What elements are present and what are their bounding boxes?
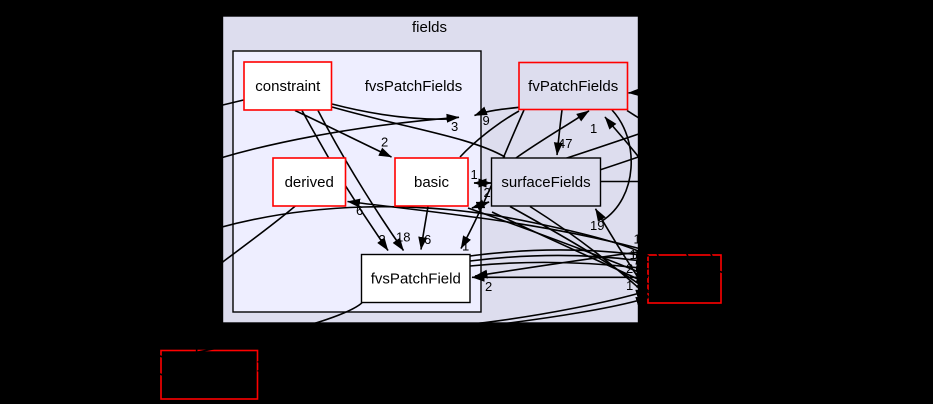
svg-text:1: 1 (471, 167, 478, 182)
svg-text:1: 1 (590, 121, 597, 136)
svg-text:1: 1 (462, 239, 469, 254)
svg-text:fvsPatchFields: fvsPatchFields (365, 78, 463, 95)
svg-text:47: 47 (558, 136, 572, 151)
svg-text:3: 3 (451, 119, 458, 134)
svg-text:surfaceFields: surfaceFields (501, 174, 590, 191)
svg-text:18: 18 (396, 230, 410, 245)
svg-text:1: 1 (634, 232, 641, 247)
svg-text:2: 2 (381, 135, 388, 150)
svg-text:6: 6 (356, 203, 363, 218)
svg-text:basic: basic (414, 174, 450, 191)
svg-text:fields: fields (412, 19, 447, 36)
svg-text:19: 19 (590, 218, 604, 233)
svg-text:fvsPatchField: fvsPatchField (371, 271, 461, 288)
svg-text:3: 3 (379, 232, 386, 247)
svg-text:derived: derived (285, 174, 334, 191)
svg-text:1: 1 (630, 247, 637, 262)
svg-text:6: 6 (424, 232, 431, 247)
svg-text:fvPatchFields: fvPatchFields (528, 78, 618, 95)
svg-text:2: 2 (626, 261, 633, 276)
svg-text:1: 1 (626, 278, 633, 293)
svg-text:2: 2 (485, 279, 492, 294)
svg-text:2: 2 (484, 185, 491, 200)
svg-text:constraint: constraint (255, 78, 321, 95)
svg-text:9: 9 (483, 113, 490, 128)
